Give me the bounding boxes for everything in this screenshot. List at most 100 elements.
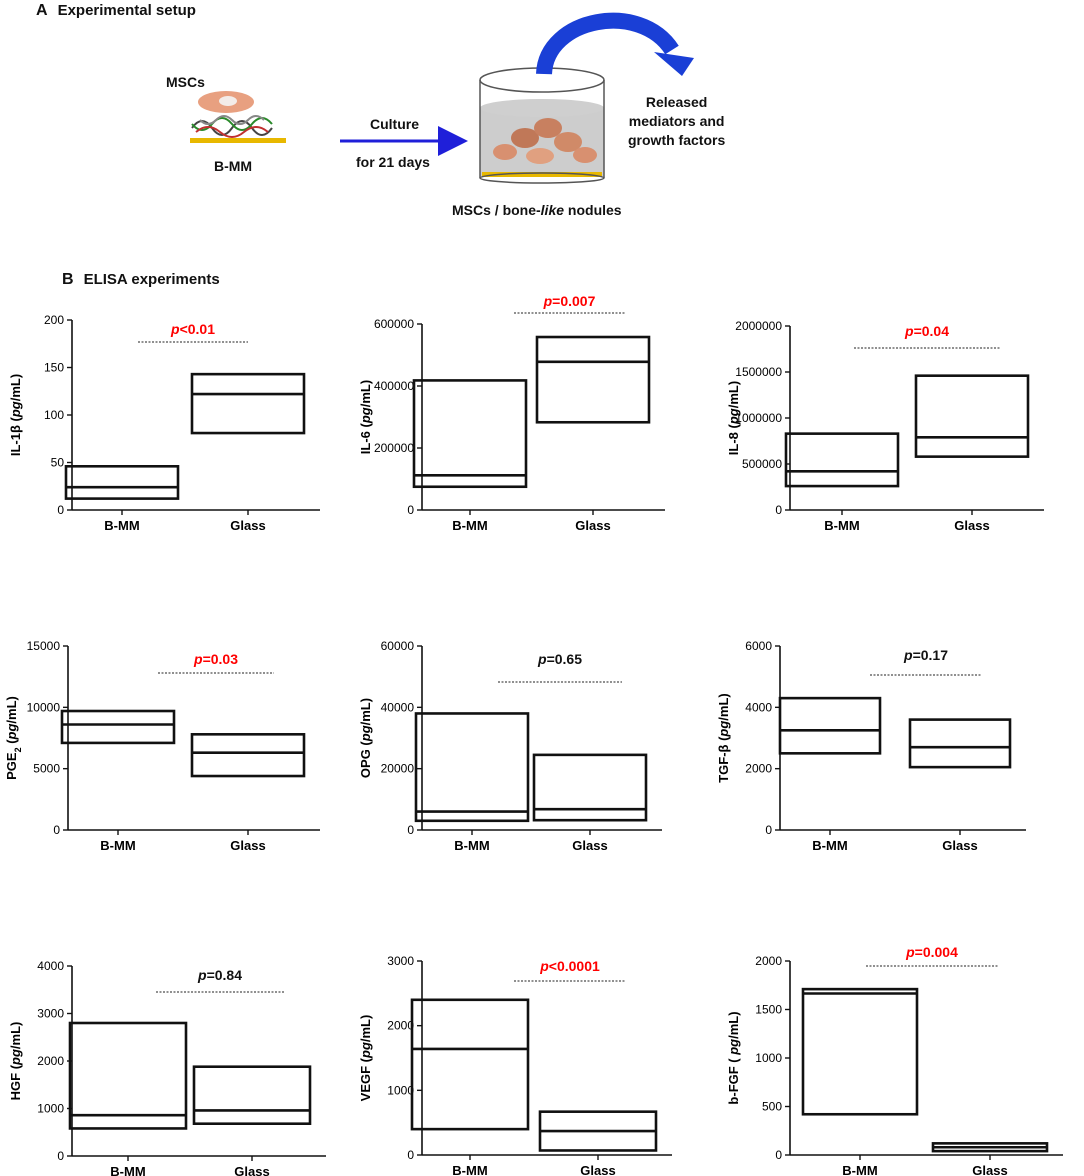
x-tick-label: B-MM xyxy=(452,1163,487,1176)
x-tick-label: Glass xyxy=(230,838,265,853)
y-tick-label: 6000 xyxy=(745,639,772,653)
box xyxy=(908,718,1012,769)
x-tick-label: B-MM xyxy=(824,518,859,533)
x-tick-label: B-MM xyxy=(812,838,847,853)
panel-b-title: B ELISA experiments xyxy=(62,271,220,289)
y-tick-label: 0 xyxy=(407,503,414,517)
setup-illustration xyxy=(190,12,694,184)
x-tick-label: B-MM xyxy=(454,838,489,853)
y-axis-label: HGF (pg/mL) xyxy=(8,1022,23,1101)
y-tick-label: 10000 xyxy=(27,700,61,714)
x-tick-label: Glass xyxy=(580,1163,615,1176)
y-tick-label: 2000 xyxy=(387,1019,414,1033)
p-value-label: p=0.84 xyxy=(197,967,242,983)
scaffold-base xyxy=(190,138,286,143)
x-tick-label: Glass xyxy=(234,1164,269,1176)
box xyxy=(68,1021,188,1130)
culture-label-1: Culture xyxy=(370,116,419,132)
box xyxy=(414,712,530,823)
y-tick-label: 1000 xyxy=(387,1083,414,1097)
box xyxy=(412,379,528,489)
x-tick-label: B-MM xyxy=(104,518,139,533)
y-tick-label: 5000 xyxy=(33,762,60,776)
p-value-label: p=0.004 xyxy=(905,945,958,960)
p-value-label: p=0.03 xyxy=(193,651,238,667)
y-axis-label: IL-6 (pg/mL) xyxy=(358,380,373,454)
x-tick-label: Glass xyxy=(572,838,607,853)
y-tick-label: 20000 xyxy=(381,762,415,776)
scaffold-fibers xyxy=(191,115,273,138)
y-tick-label: 1000 xyxy=(37,1102,64,1116)
y-tick-label: 100 xyxy=(44,408,64,422)
release-curved-arrow xyxy=(536,12,679,76)
y-tick-label: 2000 xyxy=(745,762,772,776)
box xyxy=(64,465,180,500)
box xyxy=(60,709,176,745)
x-tick-label: B-MM xyxy=(842,1163,877,1176)
y-tick-label: 1000000 xyxy=(735,411,782,425)
y-tick-label: 0 xyxy=(765,823,772,837)
y-axis-label: TGF-β (pg/mL) xyxy=(716,693,731,783)
y-tick-label: 1000 xyxy=(755,1051,782,1065)
p-value-label: p=0.007 xyxy=(543,293,596,309)
box xyxy=(914,374,1030,458)
scaffold-label: B-MM xyxy=(214,158,253,174)
culture-label-2: for 21 days xyxy=(356,154,430,170)
panel-b-letter: B xyxy=(62,271,74,288)
y-tick-label: 600000 xyxy=(374,317,414,331)
cell-nucleus xyxy=(219,96,237,106)
y-axis-label: b-FGF ( pg/mL) xyxy=(726,1011,741,1104)
y-tick-label: 0 xyxy=(57,503,64,517)
y-tick-label: 15000 xyxy=(27,639,61,653)
x-tick-label: Glass xyxy=(972,1163,1007,1176)
y-tick-label: 500 xyxy=(762,1100,782,1114)
x-tick-label: Glass xyxy=(575,518,610,533)
p-value-label: p=0.17 xyxy=(903,647,948,663)
x-tick-label: Glass xyxy=(942,838,977,853)
x-tick-label: B-MM xyxy=(110,1164,145,1176)
y-tick-label: 3000 xyxy=(37,1007,64,1021)
y-tick-label: 150 xyxy=(44,361,64,375)
y-tick-label: 4000 xyxy=(37,959,64,973)
y-tick-label: 3000 xyxy=(387,954,414,968)
box xyxy=(532,753,648,822)
y-axis-label: IL-8 (pg/mL) xyxy=(726,381,741,455)
y-axis-label: IL-1β (pg/mL) xyxy=(8,374,23,456)
y-axis-label: VEGF (pg/mL) xyxy=(358,1015,373,1102)
p-value-label: p<0.01 xyxy=(170,321,215,337)
y-tick-label: 1500000 xyxy=(735,365,782,379)
box xyxy=(192,1065,312,1125)
box xyxy=(410,998,530,1131)
y-tick-label: 200 xyxy=(44,313,64,327)
y-tick-label: 60000 xyxy=(381,639,415,653)
y-tick-label: 2000000 xyxy=(735,319,782,333)
release-arrow-head xyxy=(654,52,694,76)
panel-a-title-text: Experimental setup xyxy=(57,2,196,19)
p-value-label: p=0.65 xyxy=(537,651,582,667)
nodules-label: MSCs / bone-like nodules xyxy=(452,202,622,218)
y-tick-label: 0 xyxy=(775,503,782,517)
p-value-label: p=0.04 xyxy=(904,323,949,339)
x-tick-label: B-MM xyxy=(100,838,135,853)
y-tick-label: 0 xyxy=(775,1148,782,1162)
msc-label: MSCs xyxy=(166,74,205,90)
box xyxy=(190,733,306,778)
y-tick-label: 0 xyxy=(57,1149,64,1163)
y-axis-label: PGE2 (pg/mL) xyxy=(4,696,23,780)
panel-b-title-text: ELISA experiments xyxy=(83,271,220,288)
y-tick-label: 1500 xyxy=(755,1003,782,1017)
y-tick-label: 0 xyxy=(53,823,60,837)
y-tick-label: 500000 xyxy=(742,457,782,471)
released-label: Released mediators and growth factors xyxy=(628,94,726,148)
box xyxy=(778,696,882,755)
y-tick-label: 4000 xyxy=(745,700,772,714)
